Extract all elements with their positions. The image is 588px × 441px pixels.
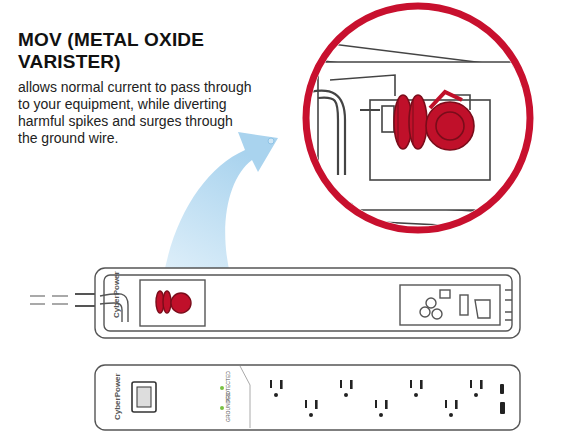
callout-heading: MOV (METAL OXIDE VARISTER) bbox=[18, 29, 208, 73]
brand-logo: CyberPower bbox=[113, 373, 122, 420]
cutaway-strip bbox=[30, 268, 520, 338]
magnified-view bbox=[268, 6, 540, 230]
brand-logo: CyberPower bbox=[112, 271, 121, 318]
indicator-label: GROUNDED bbox=[225, 393, 231, 422]
description-text: allows normal current to pass through to… bbox=[18, 79, 253, 147]
power-strip bbox=[95, 365, 520, 430]
